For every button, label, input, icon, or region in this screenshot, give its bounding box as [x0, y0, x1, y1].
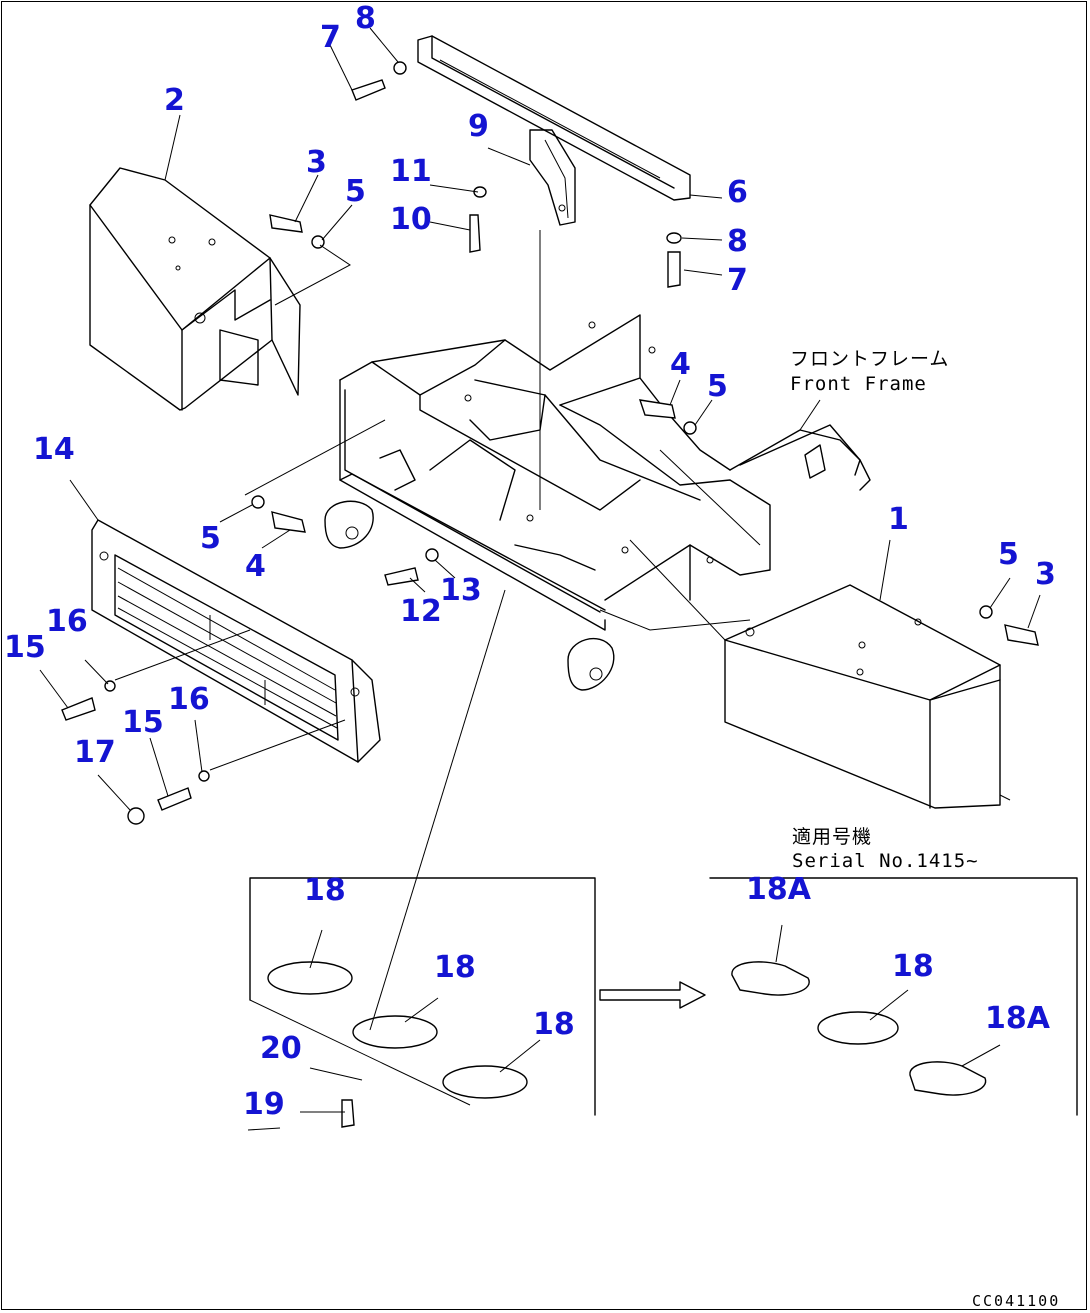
part-label-18: 18 — [892, 949, 934, 984]
part-label-8: 8 — [727, 224, 748, 259]
upper-cross-member — [417, 35, 691, 510]
detail-boxes — [249, 877, 1078, 1116]
left-cover — [89, 167, 301, 411]
part-label-5: 5 — [200, 521, 221, 556]
part-label-3: 3 — [1035, 557, 1056, 592]
part-label-19: 19 — [243, 1087, 285, 1122]
front-frame-note-jp: フロントフレーム — [790, 348, 950, 370]
part-label-15: 15 — [4, 630, 46, 665]
part-label-12: 12 — [400, 594, 442, 629]
part-label-5: 5 — [345, 174, 366, 209]
part-label-7: 7 — [727, 263, 748, 298]
part-label-18: 18 — [434, 950, 476, 985]
part-label-18: 18 — [533, 1007, 575, 1042]
part-label-13: 13 — [440, 573, 482, 608]
drawing-code: CC041100 — [972, 1292, 1061, 1310]
part-label-16: 16 — [46, 604, 88, 639]
part-label-2: 2 — [164, 83, 185, 118]
right-cover — [724, 584, 1011, 809]
part-label-18: 18 — [304, 873, 346, 908]
part-label-18a: 18A — [985, 1001, 1050, 1036]
part-label-4: 4 — [670, 347, 691, 382]
part-label-5: 5 — [998, 537, 1019, 572]
part-label-17: 17 — [74, 735, 116, 770]
part-label-1: 1 — [888, 502, 909, 537]
front-grille — [91, 519, 381, 763]
part-label-3: 3 — [306, 145, 327, 180]
part-label-4: 4 — [245, 549, 266, 584]
part-label-6: 6 — [727, 175, 748, 210]
plates — [247, 924, 1001, 1131]
front-frame-note-en: Front Frame — [790, 373, 927, 395]
serial-note-jp: 適用号機 — [792, 826, 873, 848]
serial-note-en: Serial No.1415~ — [792, 850, 979, 872]
part-label-9: 9 — [468, 109, 489, 144]
part-label-15: 15 — [122, 705, 164, 740]
part-label-14: 14 — [33, 432, 75, 467]
part-label-10: 10 — [390, 202, 432, 237]
fasteners — [61, 61, 1039, 825]
part-label-7: 7 — [320, 20, 341, 55]
main-frame — [324, 314, 871, 691]
part-label-20: 20 — [260, 1031, 302, 1066]
part-label-5: 5 — [707, 369, 728, 404]
part-label-8: 8 — [355, 1, 376, 36]
leader-lines — [39, 27, 1041, 1031]
part-label-16: 16 — [168, 682, 210, 717]
part-label-18a: 18A — [746, 872, 811, 907]
part-label-11: 11 — [390, 154, 432, 189]
